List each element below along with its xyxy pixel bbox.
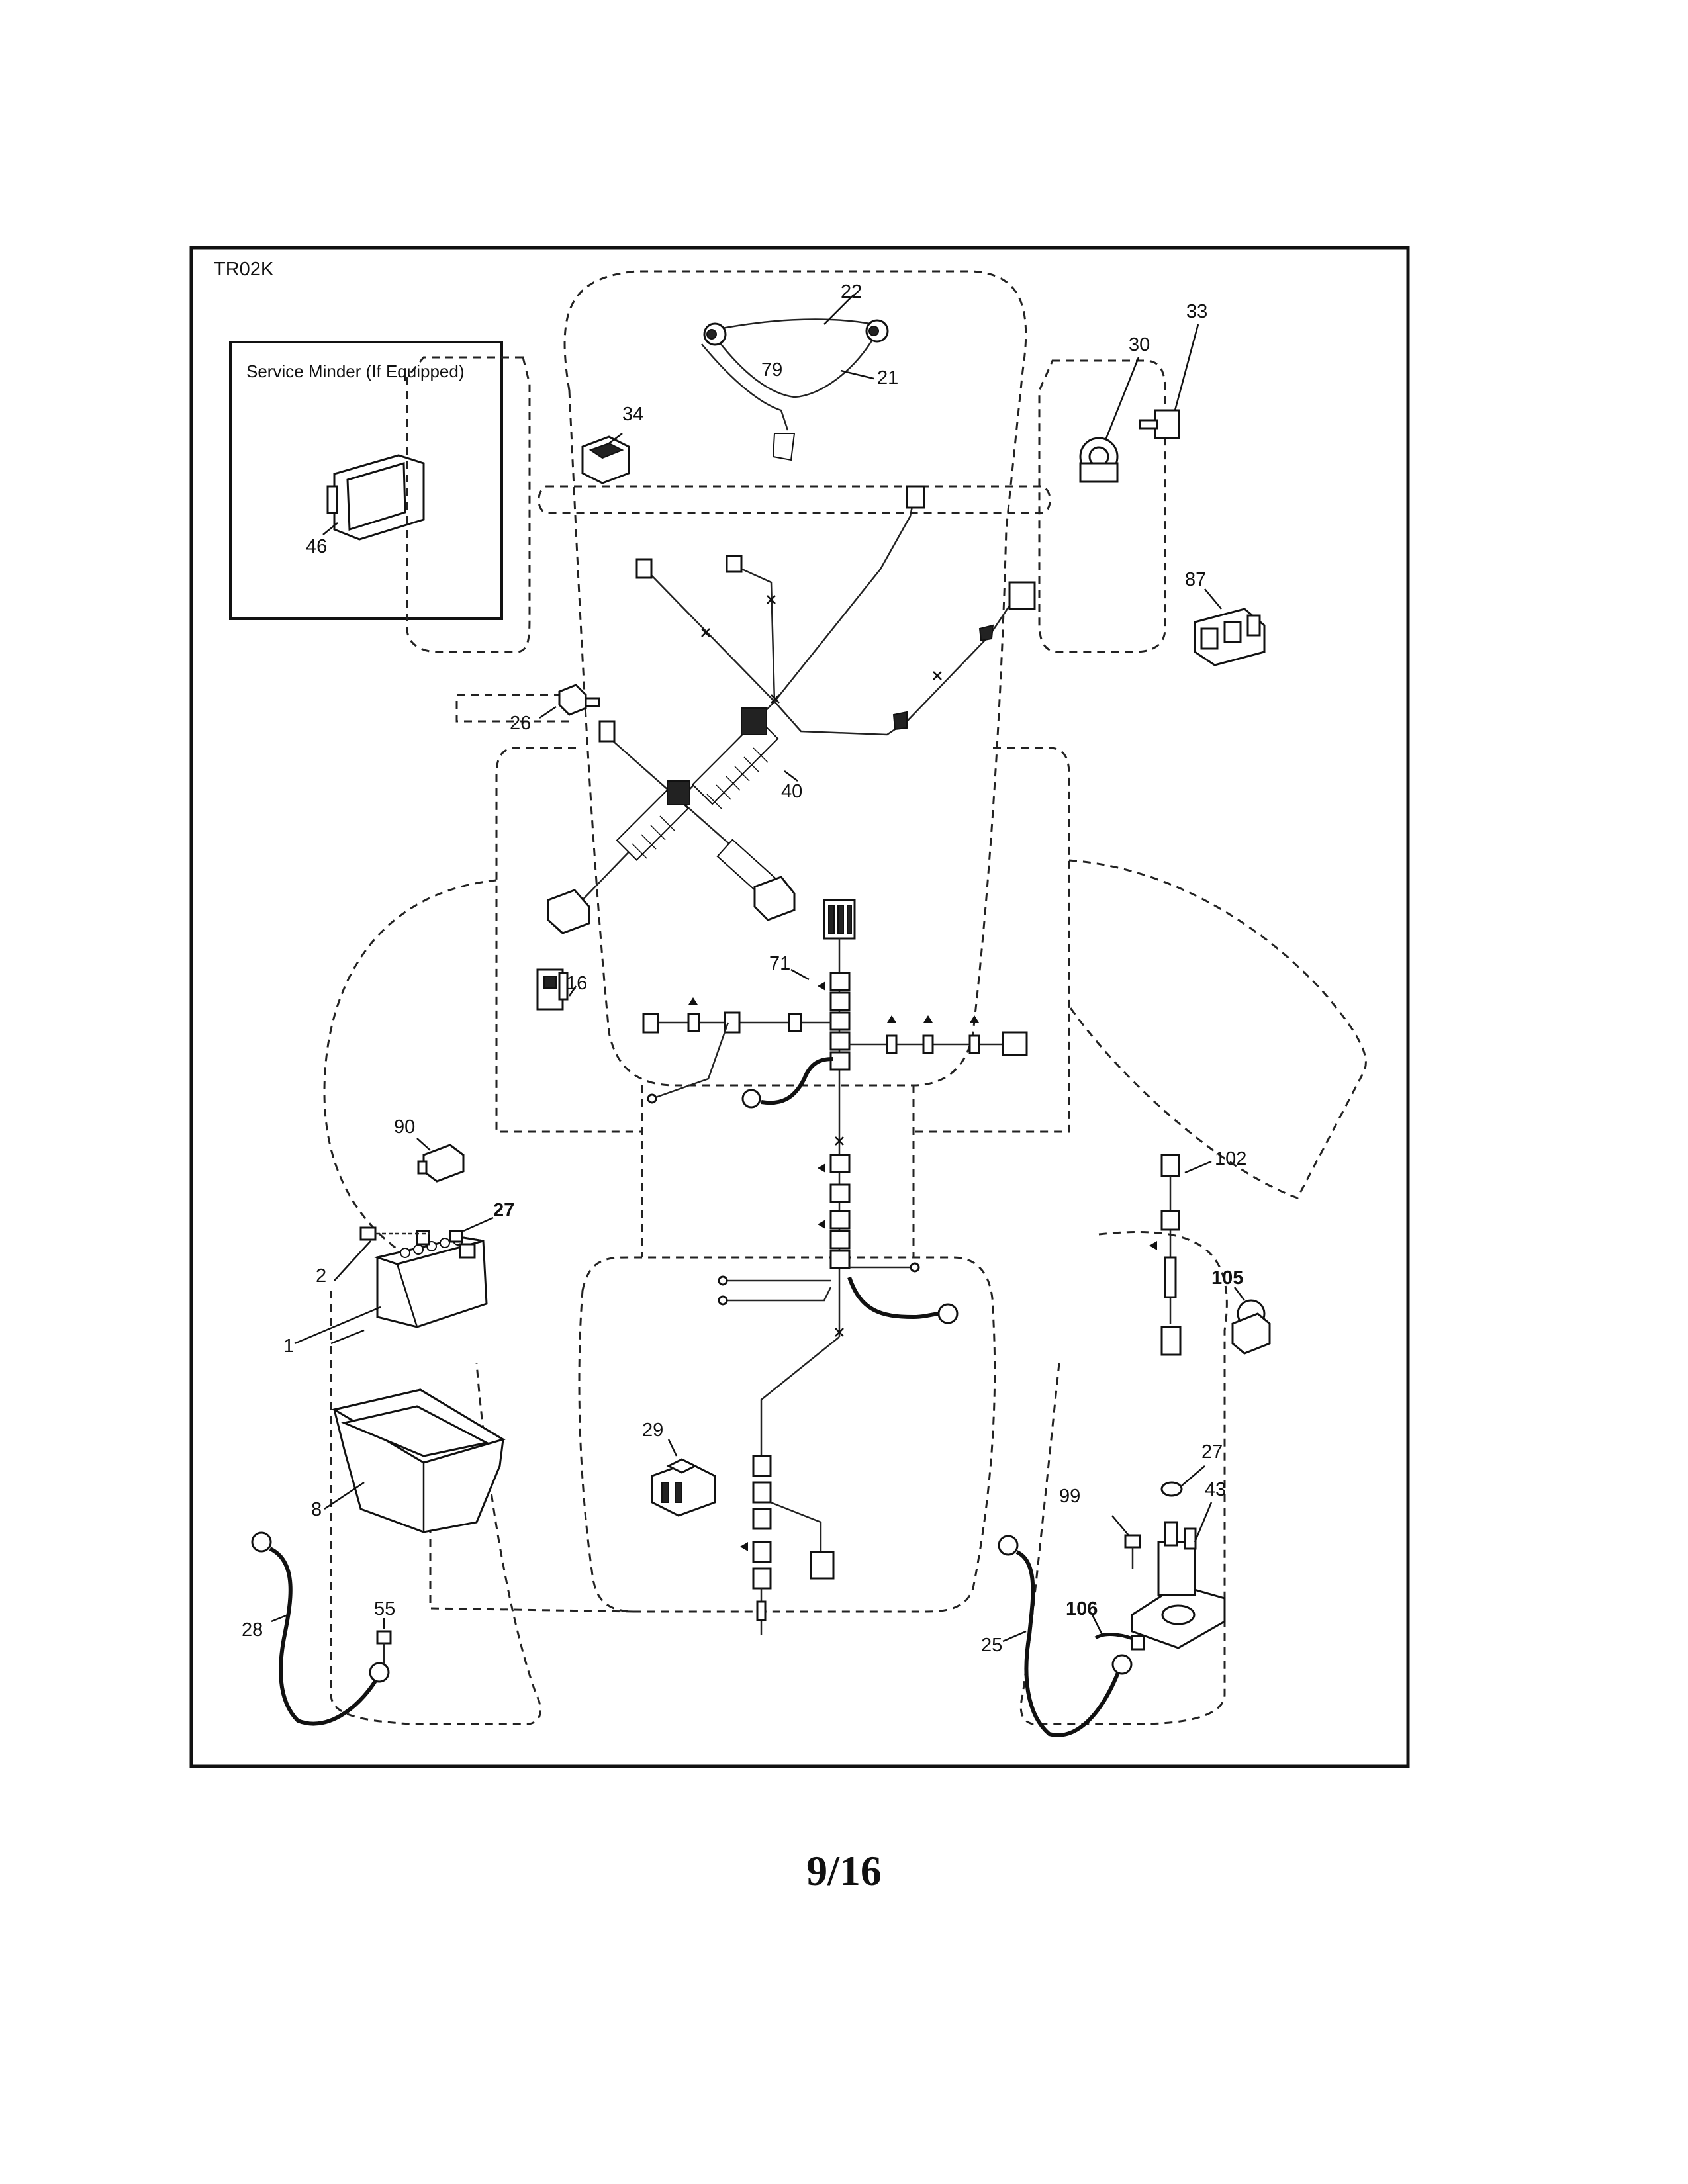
main-harness-40 [547, 485, 1036, 934]
cable-28 [251, 1531, 390, 1726]
inset-title: Service Minder (If Equipped) [246, 361, 464, 381]
battery-1 [373, 1230, 488, 1328]
callout-25: 25 [981, 1635, 1002, 1656]
diagram-code: TR02K [214, 259, 274, 280]
callout-8: 8 [311, 1499, 322, 1520]
callout-87: 87 [1185, 569, 1206, 590]
solenoid-43 [1131, 1521, 1226, 1649]
battery-tray-8 [332, 1388, 506, 1533]
callout-71: 71 [769, 953, 790, 974]
diagram-frame [189, 246, 1410, 1768]
bolt-55 [376, 1630, 392, 1664]
callout-99: 99 [1059, 1486, 1080, 1507]
switch-105 [1231, 1299, 1271, 1355]
service-minder-part [326, 454, 425, 541]
bolt-99 [1124, 1534, 1141, 1569]
callout-46: 46 [306, 536, 327, 557]
callout-22: 22 [841, 281, 862, 302]
callout-33: 33 [1186, 301, 1207, 322]
harness-71 [642, 899, 1028, 1635]
callout-102: 102 [1215, 1148, 1246, 1169]
callout-34: 34 [622, 404, 643, 425]
callout-55: 55 [374, 1598, 395, 1619]
tractor-outline [323, 270, 1367, 1725]
harness-102 [1149, 1154, 1182, 1356]
callout-2: 2 [316, 1265, 326, 1287]
callout-29: 29 [642, 1420, 663, 1441]
bolt-2 [359, 1226, 430, 1241]
switch-34 [581, 435, 630, 484]
callout-40: 40 [781, 781, 802, 802]
callout-105: 105 [1211, 1267, 1243, 1289]
part-90 [417, 1144, 465, 1183]
nut-27-solenoid [1160, 1481, 1183, 1497]
callout-16: 16 [566, 973, 587, 994]
callout-28: 28 [242, 1619, 263, 1641]
callout-43: 43 [1205, 1479, 1226, 1500]
relay-26 [558, 684, 600, 716]
callout-27-solenoid: 27 [1201, 1441, 1223, 1463]
headlight-harness [701, 318, 889, 461]
callout-27-battery: 27 [493, 1200, 514, 1221]
clip-106 [1094, 1633, 1145, 1651]
nut-27-battery [449, 1230, 463, 1243]
part-16 [536, 968, 569, 1011]
seat-switch-29 [651, 1458, 716, 1517]
callout-30: 30 [1129, 334, 1150, 355]
callout-26: 26 [510, 713, 531, 734]
callout-1: 1 [283, 1336, 294, 1357]
callout-79: 79 [761, 359, 782, 381]
callout-21: 21 [877, 367, 898, 388]
key-33 [1139, 409, 1180, 439]
ignition-switch-30 [1079, 437, 1119, 483]
cable-25 [998, 1535, 1133, 1737]
service-minder-inset: Service Minder (If Equipped) 46 [229, 341, 503, 620]
callout-106: 106 [1066, 1598, 1098, 1619]
page-number: 9/16 [806, 1847, 882, 1894]
callout-90: 90 [394, 1116, 415, 1138]
pto-switch-87 [1194, 608, 1266, 666]
